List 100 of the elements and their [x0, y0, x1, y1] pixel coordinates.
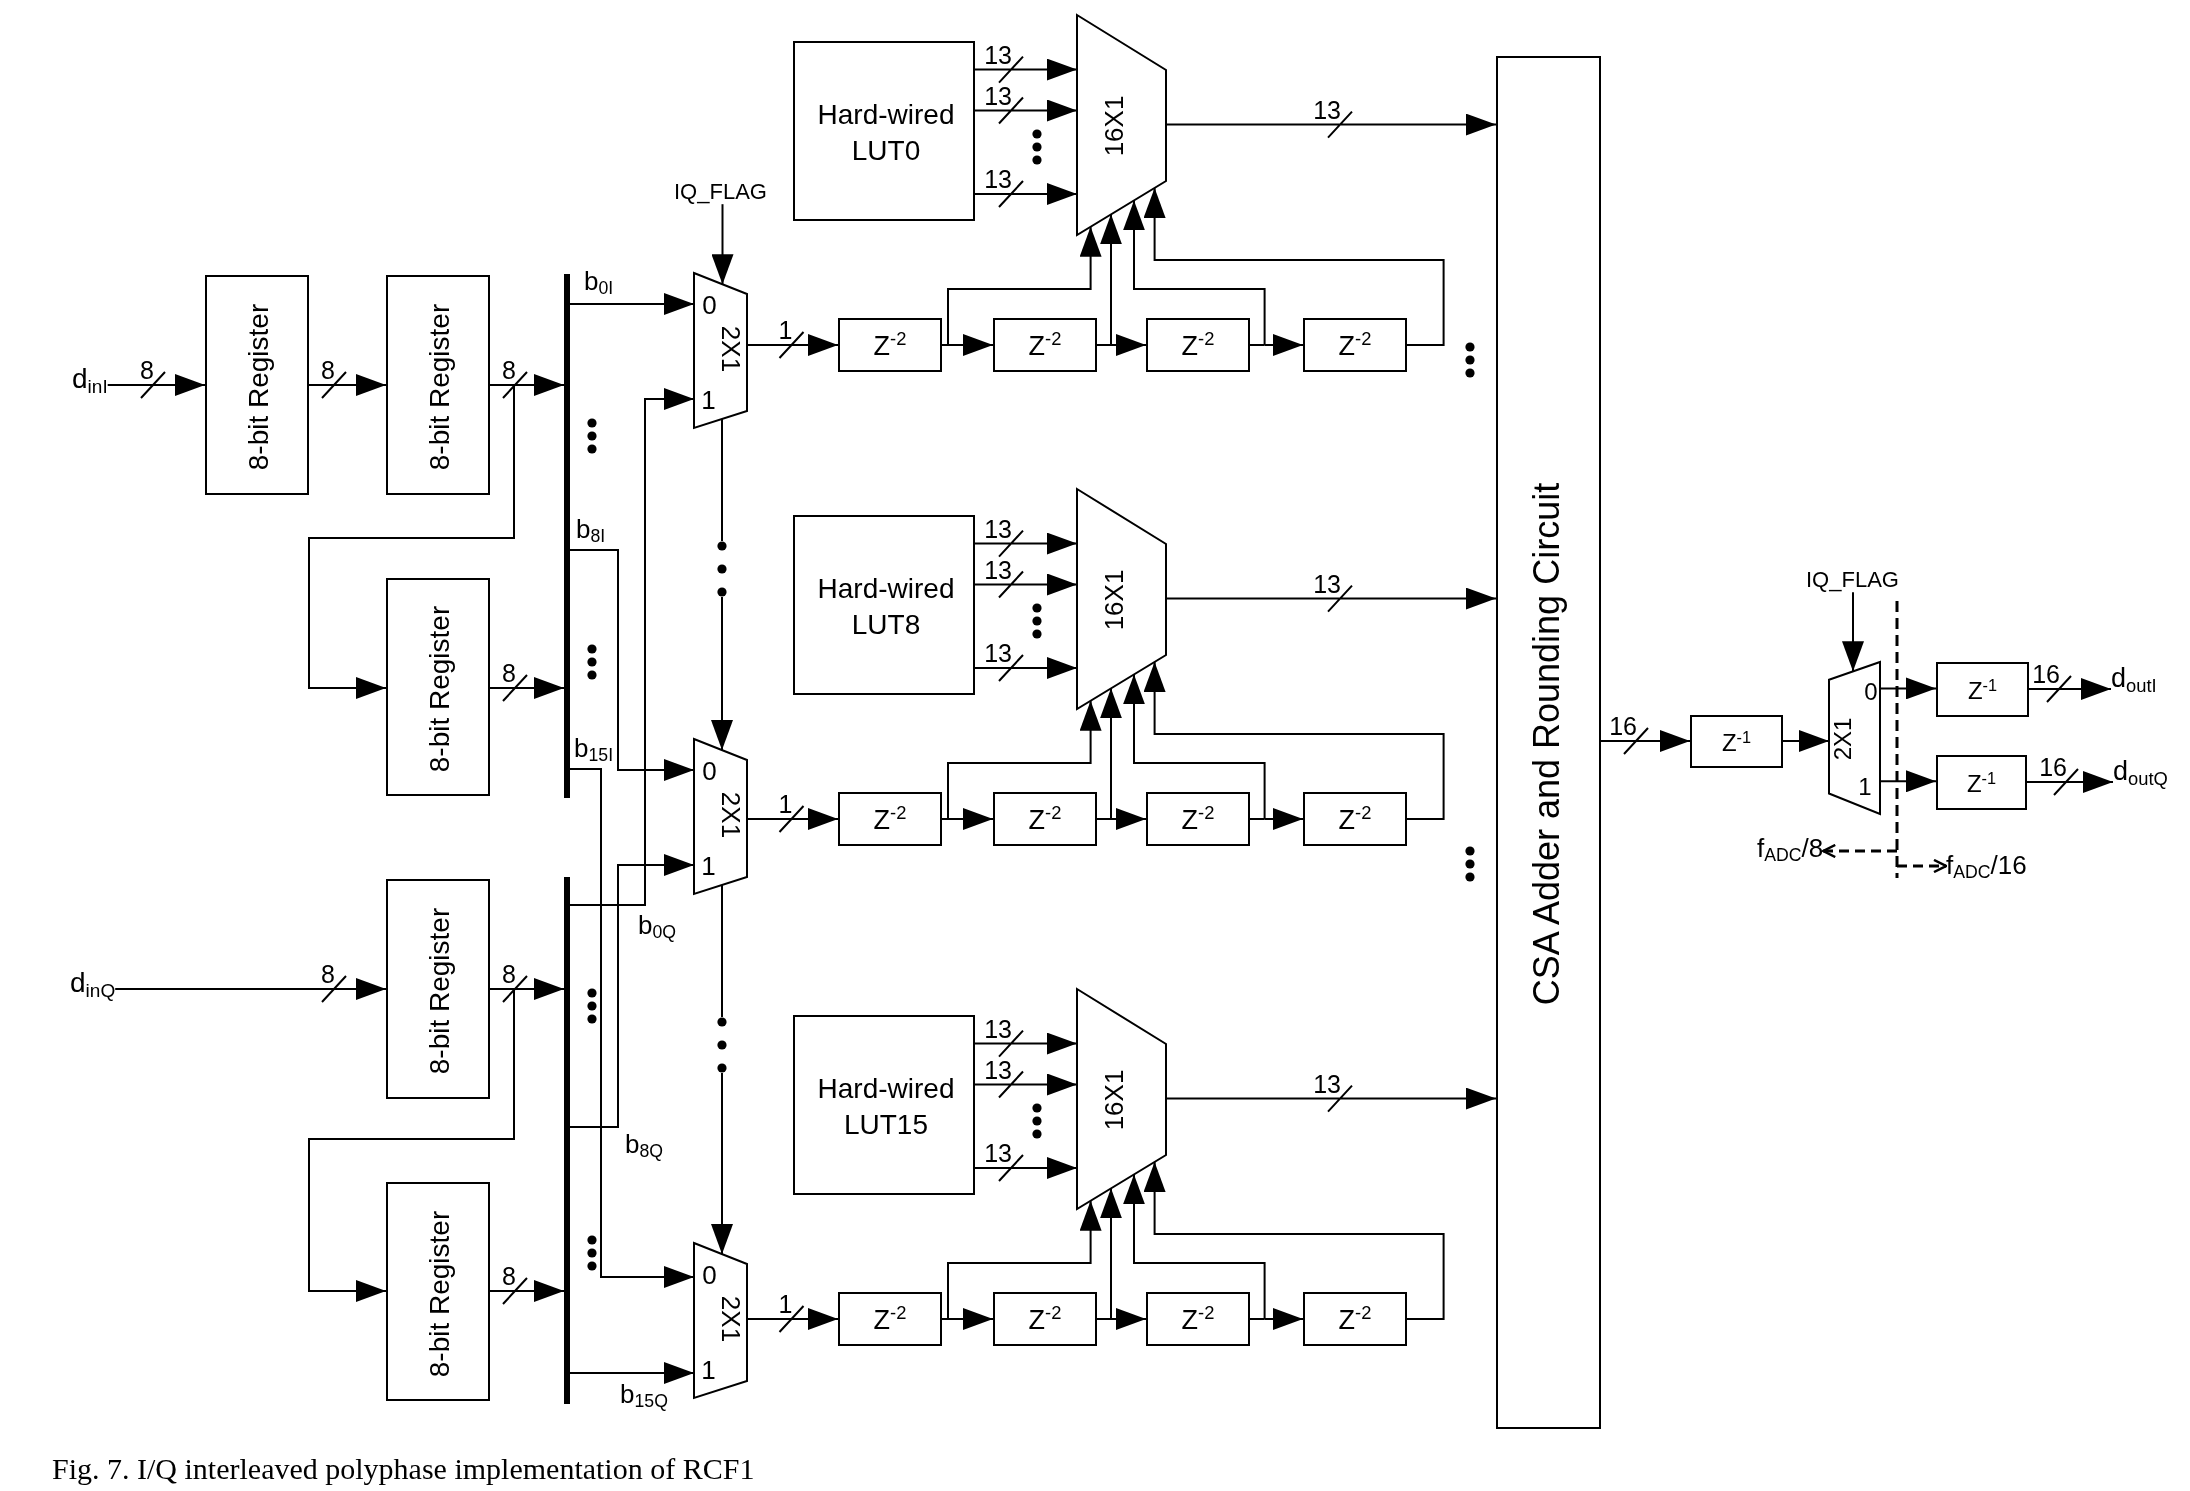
- arrow: [1143, 186, 1445, 346]
- mux-label: 16X1: [1101, 569, 1127, 631]
- arrow: [711, 596, 733, 752]
- bus-width-label: 13: [1313, 571, 1341, 597]
- mux-label: 2X1: [718, 791, 744, 839]
- delay-label: Z$^{-2}$: [1028, 804, 1062, 834]
- delay-box: [1936, 662, 2029, 717]
- delay-label: Z$^{-2}$: [1338, 1304, 1372, 1334]
- mux-label: 16X1: [1101, 95, 1127, 157]
- delay-box: [1146, 1292, 1250, 1346]
- bit-signal-label: b$_{0Q}$: [638, 912, 677, 943]
- bus-width-label: 16: [1609, 714, 1637, 739]
- delay-label: Z$^{-2}$: [1181, 1304, 1215, 1334]
- wire: [1096, 344, 1112, 346]
- delay-box: [838, 318, 942, 372]
- delay-label: Z$^{-2}$: [1338, 804, 1372, 834]
- multiplexer: [694, 273, 747, 428]
- delay-label: Z$^{-2}$: [873, 1304, 907, 1334]
- wire: [1249, 344, 1266, 346]
- arrow: [947, 225, 1102, 346]
- arrow: [2026, 768, 2114, 796]
- arrow: [1782, 730, 1830, 752]
- delay-label: Z$^{-2}$: [873, 804, 907, 834]
- arrow: [106, 371, 206, 399]
- bus-width-label: 8: [140, 358, 154, 383]
- bus-width-label: 13: [984, 42, 1012, 68]
- delay-box: [1936, 755, 2027, 810]
- lut-box: [793, 1015, 975, 1195]
- port-number: 0: [702, 292, 717, 318]
- bus-width-label: 13: [984, 1016, 1012, 1042]
- register-label: 8-bit Register: [245, 303, 273, 471]
- delay-box: [1146, 318, 1250, 372]
- delay-box: [1146, 792, 1250, 846]
- output-signal-label: d$_{outQ}$: [2113, 757, 2168, 789]
- arrow: [1143, 660, 1445, 820]
- clock-rate-label: f$_{ADC}$/8: [1757, 834, 1824, 866]
- arrow: [489, 1277, 565, 1305]
- arrow: [502, 975, 565, 1003]
- bus-width-label: 16: [2032, 662, 2060, 687]
- control-signal-label: IQ_FLAG: [674, 180, 767, 205]
- bus-width-label: 8: [321, 962, 335, 987]
- bus-width-label: 1: [778, 792, 793, 817]
- arrow: [974, 1070, 1078, 1099]
- arrow: [1100, 213, 1122, 346]
- bus-width-label: 8: [502, 358, 516, 383]
- bit-signal-label: b$_{15Q}$: [620, 1381, 668, 1412]
- register-box: [386, 879, 490, 1099]
- arrow: [1600, 727, 1691, 755]
- delay-box: [838, 1292, 942, 1346]
- multiplexer: [1077, 15, 1166, 235]
- port-number: 1: [701, 387, 716, 413]
- lut-label: Hard-wired LUT8: [816, 571, 956, 642]
- arrow: [1123, 673, 1266, 820]
- bus-width-label: 13: [984, 83, 1012, 109]
- wire: [1249, 818, 1266, 820]
- delay-box: [1303, 792, 1407, 846]
- arrow: [308, 384, 515, 699]
- delay-box: [1690, 715, 1783, 768]
- arrow: [569, 549, 695, 781]
- delay-box: [838, 792, 942, 846]
- delay-box: [993, 1292, 1097, 1346]
- arrow: [1100, 1187, 1122, 1320]
- dashed-arrow: [1822, 843, 1897, 859]
- mux-label: 2X1: [1831, 717, 1855, 760]
- bus-width-label: 8: [321, 358, 335, 383]
- bus-width-label: 1: [778, 318, 793, 343]
- mux-label: 16X1: [1101, 1069, 1127, 1131]
- delay-label: Z$^{-2}$: [873, 330, 907, 360]
- lut-box: [793, 41, 975, 221]
- arrow: [947, 1199, 1102, 1320]
- wire: [1249, 1318, 1266, 1320]
- wire: [721, 884, 723, 1018]
- arrow: [1100, 687, 1122, 820]
- arrow: [1143, 1160, 1445, 1320]
- port-number: 1: [701, 1357, 716, 1383]
- arrow: [1123, 1173, 1266, 1320]
- arrow: [974, 1029, 1078, 1058]
- arrow: [1263, 334, 1304, 356]
- bus-width-label: 8: [502, 962, 516, 987]
- arrow: [569, 854, 695, 1128]
- register-box: [386, 578, 490, 796]
- arrow: [1123, 199, 1266, 346]
- delay-box: [1303, 318, 1407, 372]
- delay-label: Z$^{-2}$: [1028, 1304, 1062, 1334]
- bus-width-label: 8: [502, 1264, 516, 1289]
- arrow: [569, 388, 695, 906]
- bus-width-label: 13: [1313, 1071, 1341, 1097]
- bit-signal-label: b$_{8I}$: [576, 516, 606, 547]
- arrow: [974, 180, 1078, 208]
- figure-caption: Fig. 7. I/Q interleaved polyphase implementation of RCF1: [52, 1452, 755, 1487]
- bus-bar: [564, 274, 570, 798]
- bus-width-label: 1: [778, 1292, 793, 1317]
- arrow: [974, 654, 1078, 682]
- delay-label: Z$^{-1}$: [1721, 728, 1752, 755]
- wire: [489, 988, 515, 990]
- vertical-ellipsis-icon: [717, 541, 727, 597]
- port-number: 1: [1858, 774, 1872, 799]
- register-label: 8-bit Register: [426, 303, 454, 471]
- arrow: [1263, 808, 1304, 830]
- bus-width-label: 13: [984, 641, 1012, 666]
